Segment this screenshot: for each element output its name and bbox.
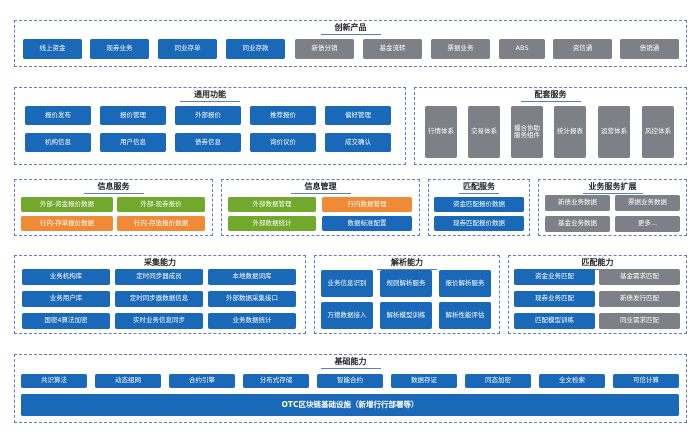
info-mgmt-external-data[interactable]: 外部数据管理 [228,197,316,212]
biz-ext-fund[interactable]: 基金业务数据 [545,216,610,232]
base-consensus[interactable]: 共识算法 [21,374,87,388]
info-external-bonds[interactable]: 外部-现券报价 [117,197,205,212]
collect-sync-data[interactable]: 定时同步器数据信息 [115,291,203,307]
general-panel: 通用功能 报价发布 报价管理 外部报价 推荐报价 偏好管理 机构信息 用户信息 … [14,87,406,165]
analysis-performance[interactable]: 解析性能评估 [439,302,491,329]
product-interbank-deposit[interactable]: 同业存款 [226,39,285,59]
analysis-title: 解析能力 [391,258,423,267]
base-fulltext-search[interactable]: 全文检索 [539,374,605,388]
support-reports[interactable]: 统计报表 [554,106,586,158]
biz-ext-more[interactable]: 更多... [615,216,680,232]
support-risk[interactable]: 风控体系 [642,106,674,158]
collect-panel: 采集能力 业务机构库 定时同步器成员 本地数据词库 业务用户库 定时同步器数据信… [14,255,306,334]
info-mgmt-panel: 信息管理 外部数据管理 行内数据管理 外部数据统计 数据标准配置 [221,179,420,236]
collect-external-api[interactable]: 外部数据采集接口 [208,291,296,307]
product-fund-flow[interactable]: 基金流转 [363,39,422,59]
analysis-wind-data[interactable]: 万德数据接入 [321,302,373,329]
biz-ext-title: 业务服务扩展 [588,182,637,191]
product-bond-sales[interactable]: 债销通 [620,39,679,59]
general-deal-confirm[interactable]: 成交确认 [325,133,391,152]
general-user-info[interactable]: 用户信息 [100,133,166,152]
general-quote-manage[interactable]: 报价管理 [100,106,166,125]
general-preference[interactable]: 偏好管理 [325,106,391,125]
info-internal-deposit[interactable]: 行内-存放报价数据 [117,216,205,231]
support-operations[interactable]: 运营体系 [598,106,630,158]
collect-realtime-sync[interactable]: 实时业务信息同步 [115,313,203,329]
base-smart-contract[interactable]: 智能合约 [317,374,383,388]
analysis-quote-service[interactable]: 报价解析服务 [439,270,491,297]
matching-panel: 匹配能力 资金业务匹配 基金需求匹配 现券业务匹配 新债发行匹配 匹配模型训练 … [508,255,687,334]
general-title: 通用功能 [194,90,226,99]
info-external-funds[interactable]: 外部-资金报价数据 [21,197,113,212]
base-title: 基础能力 [334,357,367,366]
info-mgmt-standard-config[interactable]: 数据标准配置 [322,216,412,231]
collect-title: 采集能力 [144,258,176,267]
product-credit[interactable]: 资信通 [553,39,612,59]
product-online-funds[interactable]: 线上资金 [23,39,82,59]
matching-model-train[interactable]: 匹配模型训练 [514,313,595,329]
matching-fund-demand[interactable]: 基金需求匹配 [599,269,680,285]
product-new-bond[interactable]: 新债分销 [295,39,354,59]
matching-title: 匹配能力 [581,258,614,267]
product-bills[interactable]: 票据业务 [431,39,490,59]
biz-ext-panel: 业务服务扩展 新债业务数据 票据业务数据 基金业务数据 更多... [538,179,687,236]
info-service-title: 信息服务 [97,182,130,191]
match-service-title: 匹配服务 [463,182,495,191]
support-panel: 配套服务 行情体系 交易体系 撮合协助服务组件 统计报表 运营体系 风控体系 [414,87,687,165]
matching-interbank-demand[interactable]: 同业需求匹配 [599,313,680,329]
collect-local-dict[interactable]: 本地数据词库 [208,269,296,285]
general-inquiry[interactable]: 询价议价 [250,133,316,152]
support-trading[interactable]: 交易体系 [468,106,500,158]
matching-funds[interactable]: 资金业务匹配 [514,269,595,285]
base-data-notary[interactable]: 数据存证 [391,374,457,388]
collect-institution-lib[interactable]: 业务机构库 [22,269,110,285]
collect-sync-members[interactable]: 定时同步器成员 [115,269,203,285]
support-matching-component[interactable]: 撮合协助服务组件 [511,106,543,158]
matching-bonds[interactable]: 现券业务匹配 [514,291,595,307]
base-otc-blockchain-bar[interactable]: OTC区块链基础设施（新增行行部署等） [21,394,679,416]
match-funds-quote[interactable]: 资金匹配报价数据 [434,197,524,212]
product-abs[interactable]: ABS [499,39,545,59]
info-internal-ncd[interactable]: 行内-存单报价数据 [21,216,113,231]
support-market[interactable]: 行情体系 [425,106,457,158]
collect-sm4-encrypt[interactable]: 国密4算法加密 [22,313,110,329]
products-panel: 创新产品 线上资金 现券业务 同业存单 同业存款 新债分销 基金流转 票据业务 … [14,20,687,67]
general-bond-info[interactable]: 债券信息 [175,133,241,152]
base-contract-engine[interactable]: 合约引擎 [169,374,235,388]
general-quote-publish[interactable]: 报价发布 [25,106,91,125]
base-trusted-compute[interactable]: 可信计算 [613,374,679,388]
support-title: 配套服务 [534,90,567,99]
analysis-model-train[interactable]: 解析模型训练 [380,302,432,329]
match-service-panel: 匹配服务 资金匹配报价数据 现券匹配报价数据 [428,179,530,236]
product-ncd[interactable]: 同业存单 [158,39,217,59]
analysis-panel: 解析能力 业务信息识别 规则解析服务 报价解析服务 万德数据接入 解析模型训练 … [314,255,500,334]
product-cash-bonds[interactable]: 现券业务 [90,39,149,59]
analysis-biz-recognition[interactable]: 业务信息识别 [321,270,373,297]
general-recommend-quote[interactable]: 推荐报价 [250,106,316,125]
general-institution-info[interactable]: 机构信息 [25,133,91,152]
analysis-rule-service[interactable]: 规则解析服务 [380,270,432,297]
collect-data-stats[interactable]: 业务数据统计 [208,313,296,329]
base-distributed-storage[interactable]: 分布式存储 [243,374,309,388]
base-homomorphic[interactable]: 同态加密 [465,374,531,388]
info-service-panel: 信息服务 外部-资金报价数据 外部-现券报价 行内-存单报价数据 行内-存放报价… [14,179,213,236]
info-mgmt-external-stats[interactable]: 外部数据统计 [228,216,316,231]
products-title: 创新产品 [334,23,367,32]
base-panel: 基础能力 共识算法 动态组网 合约引擎 分布式存储 智能合约 数据存证 同态加密… [14,354,687,423]
biz-ext-bills[interactable]: 票据业务数据 [615,195,680,211]
collect-user-lib[interactable]: 业务用户库 [22,291,110,307]
biz-ext-new-bond[interactable]: 新债业务数据 [545,195,610,211]
base-dynamic-network[interactable]: 动态组网 [95,374,161,388]
matching-new-bond[interactable]: 新债发行匹配 [599,291,680,307]
info-mgmt-title: 信息管理 [304,182,337,191]
general-external-quote[interactable]: 外部报价 [175,106,241,125]
info-mgmt-internal-data[interactable]: 行内数据管理 [322,197,412,212]
match-bonds-quote[interactable]: 现券匹配报价数据 [434,216,524,231]
